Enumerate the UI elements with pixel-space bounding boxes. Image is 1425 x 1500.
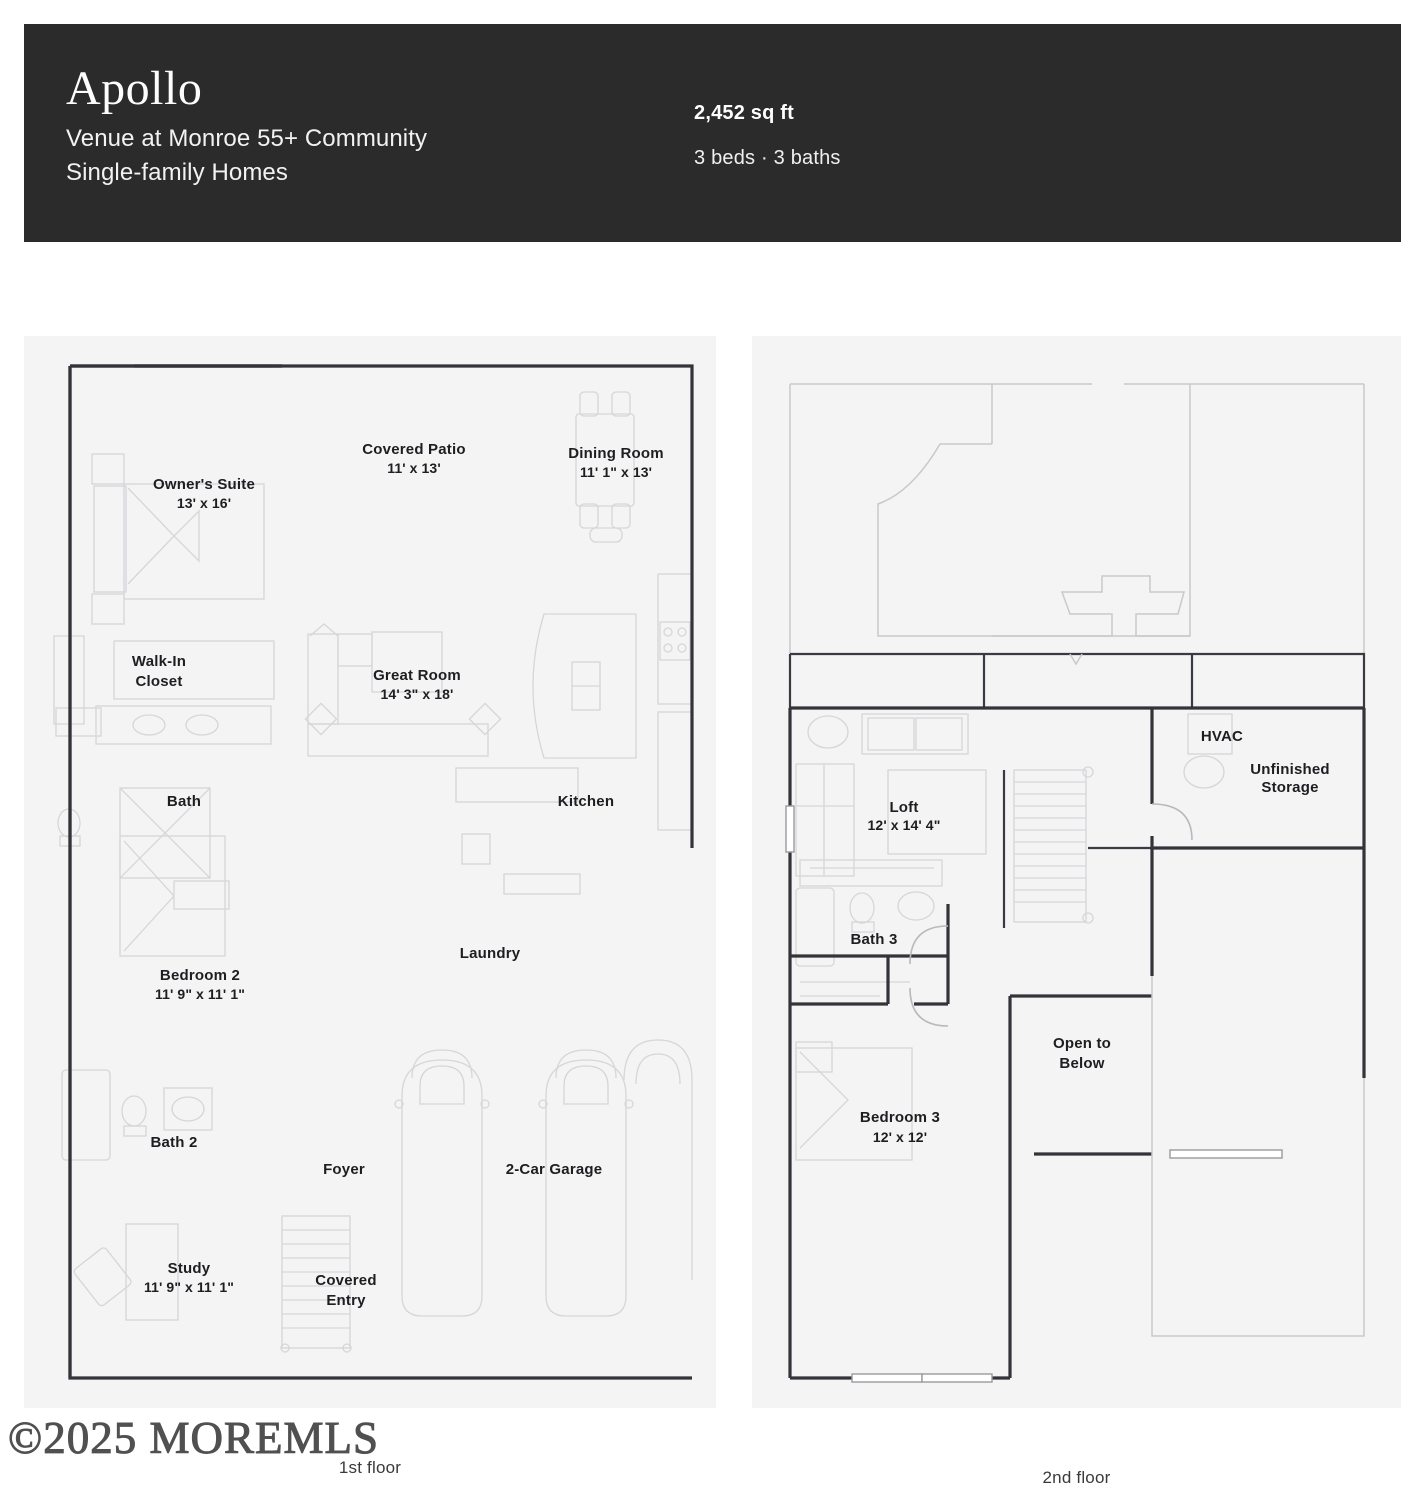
- beds-baths: 3 beds · 3 baths: [694, 147, 841, 169]
- plan-header-bar: Apollo Venue at Monroe 55+ Community Sin…: [24, 24, 1401, 242]
- second-floor-panel: HVAC Unfinished Storage Loft 12' x 14' 4…: [752, 336, 1401, 1408]
- f1-stairs: [280, 1215, 352, 1353]
- f1-walls: [68, 364, 694, 1380]
- f2-labels: HVAC Unfinished Storage Loft 12' x 14' 4…: [850, 728, 1329, 1145]
- square-footage: 2,452 sq ft: [694, 102, 795, 124]
- room-dim-bedroom-3: 12' x 12': [873, 1129, 927, 1145]
- room-label-bedroom-3: Bedroom 3: [860, 1109, 940, 1126]
- home-type: Single-family Homes: [66, 158, 288, 186]
- room-label-storage-2: Storage: [1261, 779, 1318, 796]
- room-label-bath-3: Bath 3: [850, 931, 897, 948]
- room-label-open-1: Open to: [1053, 1035, 1111, 1052]
- plan-header-left: Apollo Venue at Monroe 55+ Community Sin…: [66, 62, 428, 189]
- first-floor-panel: 1st floor: [24, 336, 716, 1408]
- floor-2-caption: 2nd floor: [1042, 1468, 1111, 1487]
- plan-header-stats: 2,452 sq ft 3 beds · 3 baths: [694, 102, 841, 170]
- room-dim-loft: 12' x 14' 4": [868, 817, 941, 833]
- f2-furniture: [795, 713, 1233, 1161]
- f2-walls: [785, 706, 1366, 1383]
- room-label-open-2: Below: [1059, 1055, 1104, 1072]
- room-label-loft: Loft: [889, 799, 918, 816]
- community-name: Venue at Monroe 55+ Community: [66, 125, 428, 153]
- mls-watermark: ©2025 MOREMLS: [8, 1413, 379, 1464]
- f2-stairs: [1002, 766, 1152, 928]
- f2-roof-outline: [789, 383, 1365, 1076]
- page-title: Apollo: [66, 62, 203, 115]
- f1-furniture: [53, 391, 693, 1353]
- floor-1-caption-visible: 1st floor: [338, 1458, 402, 1477]
- first-floor-drawing: [53, 364, 694, 1380]
- second-floor-drawing: HVAC Unfinished Storage Loft 12' x 14' 4…: [785, 383, 1366, 1383]
- f1-garage-cars: [394, 1049, 634, 1317]
- room-label-hvac: HVAC: [1201, 728, 1243, 745]
- room-label-storage-1: Unfinished: [1250, 761, 1330, 778]
